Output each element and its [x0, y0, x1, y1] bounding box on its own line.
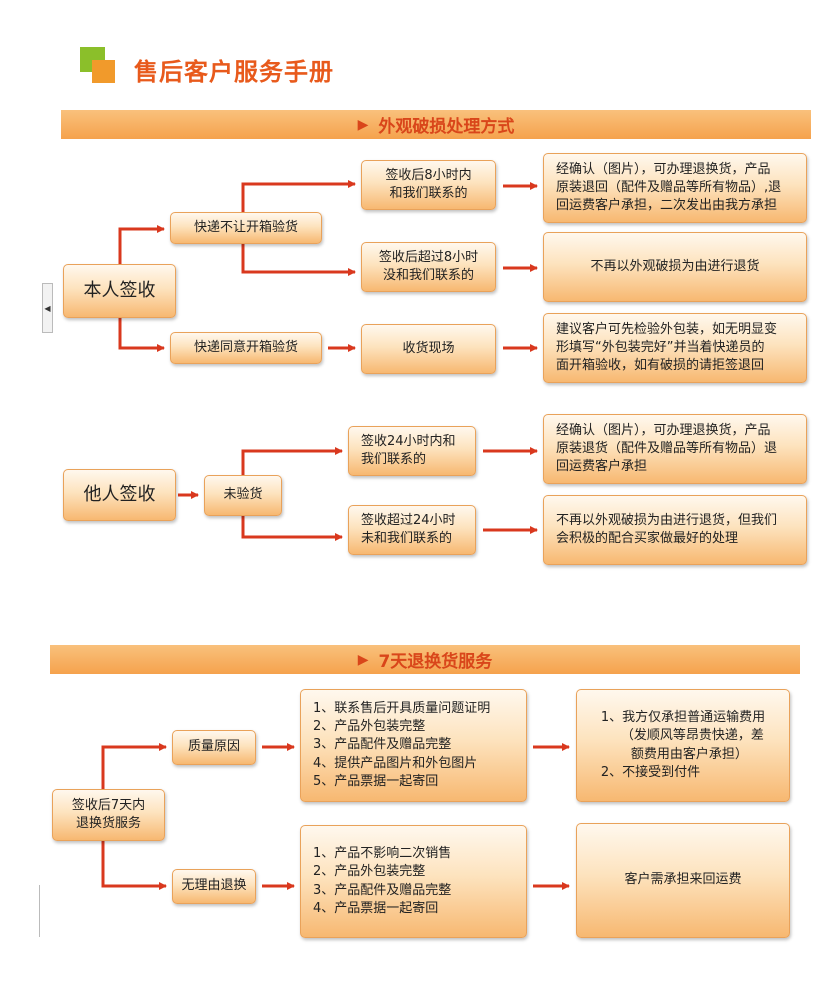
requirement-line: 5、产品票据一起寄回 [313, 773, 439, 789]
root-line: 退换货服务 [75, 816, 141, 831]
section-title: 外观破损处理方式 [378, 117, 515, 137]
no-reason-label: 无理由退换 [181, 878, 247, 894]
inspection-allowed-box: 快递同意开箱验货 [170, 332, 322, 364]
no-reason-result-label: 客户需承担来回运费 [624, 872, 742, 888]
no-reason-box: 无理由退换 [172, 869, 256, 904]
requirement-line: 2、产品外包装完整 [313, 719, 426, 735]
within-8h-result-box: 经确认（图片），可办理退换货，产品 原装退回（配件及赠品等所有物品）,退 回运费… [543, 153, 807, 223]
result-line: 经确认（图片），可办理退换货，产品 [556, 422, 771, 438]
result-line: 面开箱验收，如有破损的请拒签退回 [556, 358, 765, 374]
over-24h-line: 未和我们联系的 [361, 531, 453, 546]
onsite-label: 收货现场 [402, 340, 455, 356]
result-line: 原装退回（配件及赠品等所有物品）,退 [556, 179, 782, 195]
page-title: 售后客户服务手册 [134, 58, 334, 86]
within-24h-result-box: 经确认（图片），可办理退换货，产品 原装退货（配件及赠品等所有物品）退 回运费客… [543, 414, 807, 484]
other-sign-label: 他人签收 [83, 484, 156, 506]
requirement-line: 3、产品配件及赠品完整 [313, 882, 452, 898]
no-reason-result-box: 客户需承担来回运费 [576, 823, 790, 938]
not-inspected-label: 未验货 [223, 487, 263, 503]
over-8h-line: 签收后超过8小时 [378, 249, 479, 265]
result-line: 形填写“外包装完好”并当着快递员的 [556, 339, 765, 355]
result-line: 会积极的配合买家做最好的处理 [556, 531, 739, 546]
logo-square-orange [92, 60, 115, 83]
other-sign-box: 他人签收 [63, 469, 176, 521]
within-24h-line: 签收24小时内和 [361, 433, 456, 449]
no-inspection-label: 快递不让开箱验货 [193, 219, 298, 235]
root-line: 签收后7天内 [71, 797, 146, 813]
within-8h-box: 签收后8小时内 和我们联系的 [361, 160, 496, 210]
over-8h-box: 签收后超过8小时 没和我们联系的 [361, 242, 496, 292]
over-8h-result-label: 不再以外观破损为由进行退货 [590, 258, 760, 274]
quality-reason-label: 质量原因 [187, 739, 240, 755]
not-inspected-box: 未验货 [204, 475, 282, 516]
over-8h-result-box: 不再以外观破损为由进行退货 [543, 232, 807, 302]
collapse-arrow-icon[interactable]: ◀ [42, 283, 53, 333]
result-line: 不再以外观破损为由进行退货，但我们 [556, 512, 778, 528]
within-24h-line: 我们联系的 [361, 452, 427, 467]
onsite-result-box: 建议客户可先检验外包装，如无明显变 形填写“外包装完好”并当着快递员的 面开箱验… [543, 313, 807, 383]
play-triangle-icon: ▶ [357, 116, 369, 133]
over-24h-box: 签收超过24小时 未和我们联系的 [348, 505, 476, 555]
requirement-line: 1、联系售后开具质量问题证明 [313, 701, 491, 717]
play-triangle-icon: ▶ [357, 651, 369, 668]
section-header-7day: ▶ 7天退换货服务 [50, 645, 800, 674]
requirement-line: 3、产品配件及赠品完整 [313, 737, 452, 753]
result-line: 1、我方仅承担普通运输费用 [600, 710, 766, 726]
requirement-line: 1、产品不影响二次销售 [313, 846, 452, 862]
result-line: 经确认（图片），可办理退换货，产品 [556, 161, 771, 177]
inspection-allowed-label: 快递同意开箱验货 [193, 339, 298, 355]
self-sign-label: 本人签收 [83, 280, 156, 302]
onsite-box: 收货现场 [361, 324, 496, 374]
over-24h-line: 签收超过24小时 [361, 512, 456, 528]
result-line: 额费用由客户承担） [630, 746, 748, 762]
result-line: 原装退货（配件及赠品等所有物品）退 [556, 440, 778, 456]
no-reason-requirements-box: 1、产品不影响二次销售 2、产品外包装完整 3、产品配件及赠品完整 4、产品票据… [300, 825, 527, 938]
self-sign-box: 本人签收 [63, 264, 176, 318]
result-line: 建议客户可先检验外包装，如无明显变 [556, 321, 778, 337]
over-24h-result-box: 不再以外观破损为由进行退货，但我们 会积极的配合买家做最好的处理 [543, 495, 807, 565]
quality-requirements-box: 1、联系售后开具质量问题证明 2、产品外包装完整 3、产品配件及赠品完整 4、提… [300, 689, 527, 802]
within-8h-line: 签收后8小时内 [385, 167, 472, 183]
no-inspection-box: 快递不让开箱验货 [170, 212, 322, 244]
result-line: 回运费客户承担 [556, 459, 648, 475]
within-24h-box: 签收24小时内和 我们联系的 [348, 426, 476, 476]
side-divider [39, 885, 40, 937]
requirement-line: 4、提供产品图片和外包图片 [313, 755, 478, 771]
section-header-damage: ▶ 外观破损处理方式 [61, 110, 811, 139]
quality-result-box: 1、我方仅承担普通运输费用 （发顺风等昂贵快递，差 额费用由客户承担） 2、不接… [576, 689, 790, 802]
requirement-line: 4、产品票据一起寄回 [313, 900, 439, 916]
over-8h-line: 没和我们联系的 [382, 268, 474, 283]
within-8h-line: 和我们联系的 [389, 186, 468, 201]
section-title: 7天退换货服务 [378, 652, 493, 672]
quality-reason-box: 质量原因 [172, 730, 256, 765]
requirement-line: 2、产品外包装完整 [313, 864, 426, 880]
result-line: （发顺风等昂贵快递，差 [620, 728, 764, 744]
7day-root-box: 签收后7天内 退换货服务 [52, 789, 165, 841]
result-line: 回运费客户承担，二次发出由我方承担 [556, 198, 778, 214]
result-line: 2、不接受到付件 [600, 764, 701, 780]
